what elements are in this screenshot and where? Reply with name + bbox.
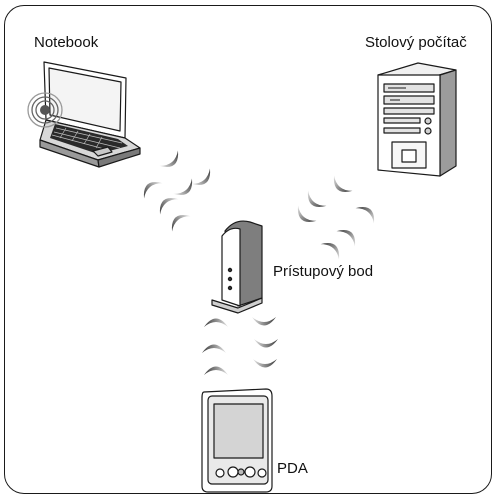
wifi-signal-icon <box>27 92 63 128</box>
wireless-waves-pda <box>202 317 278 375</box>
wireless-waves-notebook <box>138 150 216 232</box>
notebook-icon <box>39 61 141 168</box>
access-point-label: Prístupový bod <box>273 263 374 280</box>
diagram-frame <box>4 5 492 494</box>
pda-label: PDA <box>277 460 308 477</box>
desktop-computer-icon <box>377 62 457 177</box>
access-point-icon <box>211 220 263 314</box>
wireless-waves-desktop <box>292 175 380 260</box>
pda-icon <box>201 388 273 493</box>
notebook-label: Notebook <box>34 34 99 51</box>
desktop-label: Stolový počítač <box>365 34 467 51</box>
